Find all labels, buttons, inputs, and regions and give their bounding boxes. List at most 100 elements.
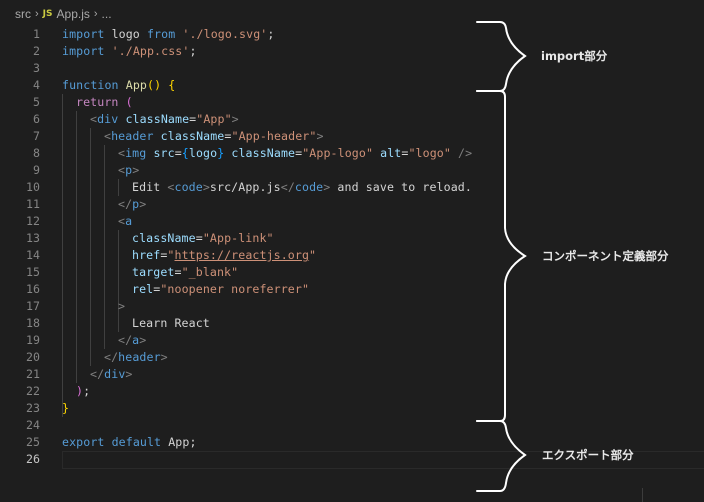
token: src/App.js <box>209 180 281 194</box>
token: > <box>139 197 147 211</box>
token: App <box>125 78 147 92</box>
line-number: 20 <box>26 350 40 364</box>
annotation-label-import: import部分 <box>541 49 608 63</box>
breadcrumb: src › JS App.js › ... <box>15 5 112 23</box>
token: = <box>174 265 182 279</box>
token: () <box>146 78 162 92</box>
code-line[interactable]: 7<header className="App-header"> <box>0 128 704 145</box>
token: Edit <box>132 180 168 194</box>
token: Learn React <box>132 316 210 330</box>
line-number: 18 <box>26 316 40 330</box>
code-line[interactable]: 9<p> <box>0 162 704 179</box>
code-line[interactable]: 22); <box>0 383 704 400</box>
code-line[interactable]: 20</header> <box>0 349 704 366</box>
curly-brace-icon <box>476 420 527 492</box>
token: p <box>125 163 133 177</box>
curly-brace-icon <box>476 21 527 92</box>
line-number: 24 <box>26 418 40 432</box>
line-number: 10 <box>26 180 40 194</box>
line-number: 16 <box>26 282 40 296</box>
token: import <box>62 44 105 58</box>
token: import <box>62 27 105 41</box>
annotation-label-export: エクスポート部分 <box>542 448 634 462</box>
token: </ <box>90 367 105 381</box>
token: alt <box>380 146 402 160</box>
line-number: 8 <box>33 146 40 160</box>
indent-guide <box>118 315 119 332</box>
line-number: 17 <box>26 299 40 313</box>
token: </ <box>280 180 295 194</box>
line-number: 6 <box>33 112 40 126</box>
token: App; <box>161 435 197 449</box>
token: = <box>160 248 168 262</box>
token: "noopener noreferrer" <box>160 282 310 296</box>
token: './logo.svg' <box>182 27 268 41</box>
token: < <box>90 112 98 126</box>
code-line[interactable]: 23} <box>0 400 704 417</box>
indent-guide <box>62 94 63 417</box>
code-line[interactable]: 3 <box>0 60 704 77</box>
indent-guide <box>90 128 91 366</box>
code-line[interactable]: 17> <box>0 298 704 315</box>
token: </ <box>118 333 133 347</box>
token: from <box>146 27 176 41</box>
token: "App" <box>196 112 232 126</box>
code-line[interactable]: 24 <box>0 417 704 434</box>
code-line[interactable]: 18 Learn React <box>0 315 704 332</box>
token: > <box>231 112 239 126</box>
code-line[interactable]: 8<img src={logo} className="App-logo" al… <box>0 145 704 162</box>
line-number: 1 <box>33 27 40 41</box>
token: a <box>132 333 140 347</box>
token: className <box>132 231 196 245</box>
breadcrumb-file[interactable]: App.js <box>56 7 90 21</box>
code-line[interactable]: 21</div> <box>0 366 704 383</box>
token: = <box>295 146 303 160</box>
breadcrumb-symbols[interactable]: ... <box>101 7 112 21</box>
token: export <box>62 435 105 449</box>
token: code <box>294 180 324 194</box>
line-number: 15 <box>26 265 40 279</box>
token: = <box>401 146 409 160</box>
chevron-right-icon: › <box>35 8 39 20</box>
code-line-current[interactable]: 26 <box>0 451 704 469</box>
token: default <box>111 435 162 449</box>
token: </ <box>118 197 133 211</box>
current-line-highlight <box>62 451 704 469</box>
token: ( <box>125 95 133 109</box>
token: logo <box>188 146 218 160</box>
token: > <box>323 180 331 194</box>
url-link[interactable]: https://reactjs.org <box>174 248 310 262</box>
line-number: 4 <box>33 78 40 92</box>
token: > <box>316 129 324 143</box>
code-line[interactable]: 12<a <box>0 213 704 230</box>
line-number: 9 <box>33 163 40 177</box>
code-line[interactable]: 11</p> <box>0 196 704 213</box>
line-number: 23 <box>26 401 40 415</box>
token: a <box>125 214 133 228</box>
token: header <box>111 129 154 143</box>
token: rel <box>132 282 154 296</box>
breadcrumb-folder[interactable]: src <box>15 7 31 21</box>
line-number: 22 <box>26 384 40 398</box>
token: = <box>189 112 197 126</box>
token: "logo" <box>408 146 451 160</box>
token: function <box>62 78 119 92</box>
code-line[interactable]: 6<div className="App"> <box>0 111 704 128</box>
line-number: 19 <box>26 333 40 347</box>
code-line[interactable]: 19</a> <box>0 332 704 349</box>
token: > <box>160 350 168 364</box>
token: } <box>217 146 225 160</box>
token: and save to reload. <box>330 180 472 194</box>
